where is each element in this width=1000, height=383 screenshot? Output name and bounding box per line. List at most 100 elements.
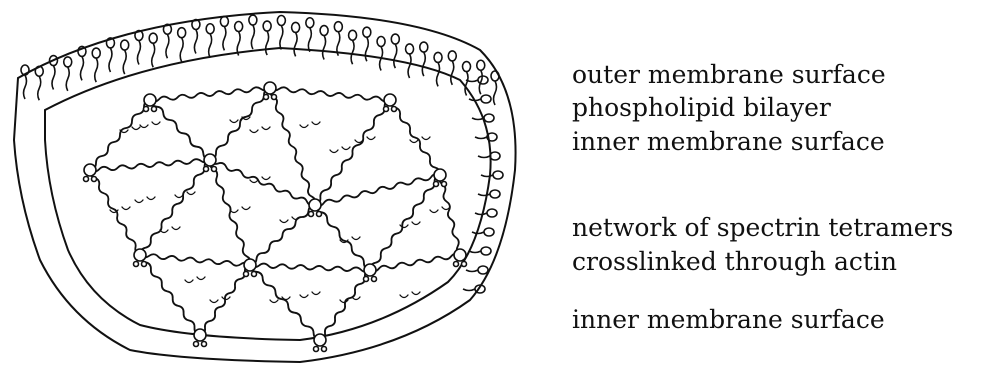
lipid-tail (109, 48, 112, 72)
lipid-head (478, 266, 488, 274)
lipid-tail (437, 62, 440, 86)
lipid-tail (472, 118, 484, 120)
membrane-outline (14, 12, 516, 362)
texture-mark (262, 177, 270, 180)
spectrin-tetramer (320, 270, 370, 340)
actin-bead (144, 107, 149, 112)
lipid-head (406, 44, 414, 54)
texture-mark (400, 295, 408, 298)
spectrin-tetramer (390, 100, 440, 175)
actin-bead (364, 277, 369, 282)
lipid-tail (152, 43, 155, 67)
lipid-head (491, 71, 499, 81)
actin-node (84, 164, 96, 176)
actin-bead (202, 342, 207, 347)
lipid-tail (266, 31, 269, 55)
lipid-tail (308, 28, 311, 52)
outer-membrane-edge (14, 12, 516, 362)
texture-mark (132, 127, 140, 130)
lipid-tail (465, 72, 468, 96)
lipid-head (349, 30, 357, 40)
texture-mark (412, 292, 420, 295)
lipid-tail (166, 34, 169, 58)
lipid-tail (123, 50, 126, 74)
texture-mark (330, 150, 338, 153)
lipid-head (484, 228, 494, 236)
lipid-head (377, 36, 385, 46)
actin-bead (372, 277, 377, 282)
spectrin-network-label: network of spectrin tetramers (572, 213, 953, 243)
lipid-head (235, 22, 243, 32)
actin-bead (142, 262, 147, 267)
lipid-tail (478, 156, 490, 158)
spectrin-tetramer (210, 160, 315, 205)
lipid-tail (52, 66, 55, 90)
lipid-head (448, 51, 456, 61)
texture-mark (300, 125, 308, 128)
lipid-head (490, 190, 500, 198)
actin-junctions (84, 82, 467, 352)
texture-mark (185, 280, 193, 283)
lipid-tail (209, 34, 212, 58)
actin-node (314, 334, 326, 346)
spectrin-tetramer (315, 174, 440, 206)
lipid-tail (394, 44, 397, 68)
lipid-head (263, 21, 271, 31)
lipid-tail (351, 40, 354, 64)
lipid-tail (451, 61, 454, 85)
lipid-head (292, 22, 300, 32)
inner-membrane-surface-label-bottom: inner membrane surface (572, 305, 885, 335)
texture-mark (152, 122, 160, 125)
actin-node (194, 329, 206, 341)
texture-mark (262, 127, 270, 130)
lipid-head (220, 16, 228, 26)
lipid-tail (251, 25, 254, 49)
outer-membrane-surface-label: outer membrane surface (572, 60, 886, 90)
lipid-tail (481, 175, 493, 177)
actin-bead (134, 262, 139, 267)
actin-node (309, 199, 321, 211)
actin-bead (454, 262, 459, 267)
lipid-head (481, 95, 491, 103)
spectrin-tetramer (90, 159, 210, 171)
actin-bead (212, 167, 217, 172)
actin-bead (84, 177, 89, 182)
membrane-texture-marks (110, 117, 450, 303)
texture-mark (175, 195, 183, 198)
phospholipid-bilayer-label: phospholipid bilayer (572, 93, 831, 123)
spectrin-tetramer (210, 88, 270, 160)
actin-crosslink-label: crosslinked through actin (572, 247, 897, 277)
lipid-tail (137, 40, 140, 64)
actin-bead (244, 272, 249, 277)
spectrin-tetramer (270, 87, 390, 101)
texture-mark (187, 192, 195, 195)
texture-mark (312, 292, 320, 295)
texture-mark (412, 222, 420, 225)
spectrin-tetramer (269, 88, 315, 205)
lipid-tail (323, 36, 326, 60)
spectrin-tetramer (150, 87, 270, 101)
texture-mark (300, 295, 308, 298)
texture-mark (400, 225, 408, 228)
texture-mark (230, 120, 238, 123)
actin-bead (392, 107, 397, 112)
spectrin-tetramer (140, 254, 250, 266)
texture-mark (210, 300, 218, 303)
lipid-tail (475, 137, 487, 139)
texture-mark (312, 122, 320, 125)
actin-node (434, 169, 446, 181)
lipid-tail (223, 26, 226, 50)
membrane-skeleton-drawing (0, 0, 540, 383)
actin-bead (314, 347, 319, 352)
lipid-tail (66, 67, 69, 91)
texture-mark (197, 277, 205, 280)
texture-mark (410, 140, 418, 143)
lipid-head (463, 62, 471, 72)
lipid-head (420, 42, 428, 52)
spectrin-tetramer (250, 264, 370, 272)
texture-mark (280, 220, 288, 223)
lipid-tail (80, 56, 83, 80)
lipid-tail (365, 37, 368, 61)
texture-mark (352, 237, 360, 240)
lipid-tail (24, 75, 27, 99)
